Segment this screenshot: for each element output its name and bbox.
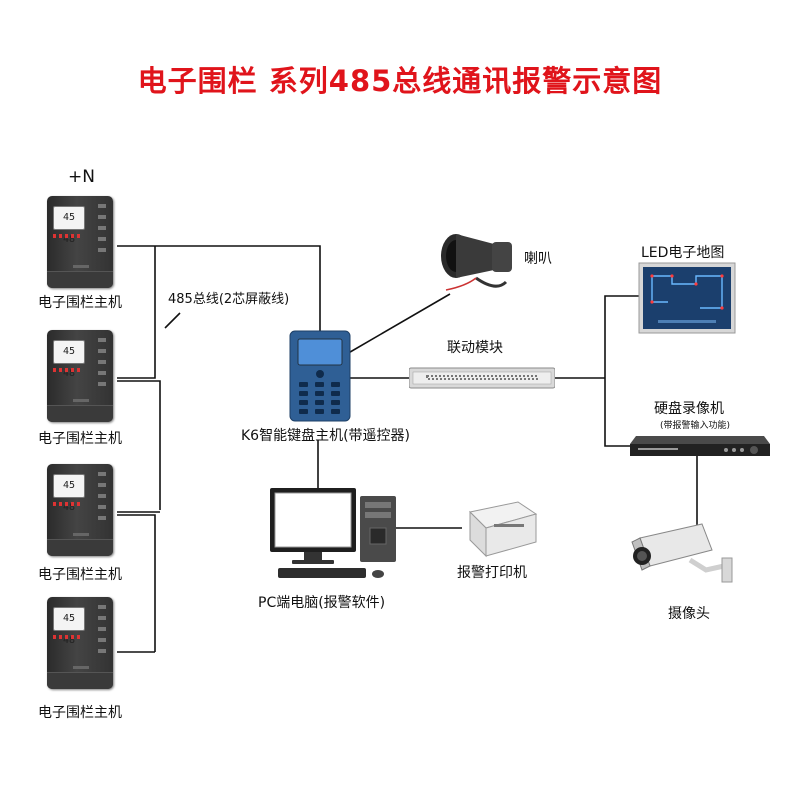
fence-host-panel-2: 45 48 [47, 330, 113, 422]
fence-host-label-4: 电子围栏主机 [38, 705, 122, 721]
wire-host2 [117, 246, 156, 379]
fence-host-panel-4: 45 48 [47, 597, 113, 689]
plus-n-label: +N [68, 167, 95, 187]
panel-keys [98, 605, 106, 659]
horn-icon [441, 234, 512, 291]
panel-screen: 45 48 [53, 206, 85, 245]
panel-keys [98, 472, 106, 526]
wire-host3b [117, 514, 156, 652]
pc-label: PC端电脑(报警软件) [258, 595, 386, 611]
wire-bus-label-leader [164, 312, 181, 329]
panel-leds [53, 368, 83, 372]
wire-host1 [117, 245, 321, 335]
dvr-sublabel: (带报警输入功能) [660, 421, 731, 431]
wire-right-trunk [604, 295, 640, 447]
panel-screen: 45 48 [53, 474, 85, 513]
wire-keyboard-horn [344, 293, 451, 356]
fence-host-panel-1: 45 48 [47, 196, 113, 288]
printer-icon [468, 501, 538, 558]
led-map-label: LED电子地图 [641, 245, 725, 261]
panel-screen: 45 48 [53, 607, 85, 646]
linkage-module-label: 联动模块 [447, 340, 503, 356]
fence-host-panel-3: 45 48 [47, 464, 113, 556]
panel-leds [53, 635, 83, 639]
keyboard-host-label: K6智能键盘主机(带遥控器) [241, 428, 411, 444]
bus-label: 485总线(2芯屏蔽线) [168, 292, 290, 307]
dvr-device [630, 436, 770, 456]
camera-label: 摄像头 [668, 606, 710, 622]
panel-keys [98, 338, 106, 392]
panel-leds [53, 234, 83, 238]
keyboard-host-device [289, 330, 351, 422]
panel-leds [53, 502, 83, 506]
led-map-display [638, 262, 736, 334]
fence-host-label-1: 电子围栏主机 [38, 295, 122, 311]
horn-label: 喇叭 [524, 251, 552, 267]
camera-icon [631, 523, 733, 583]
printer-label: 报警打印机 [457, 565, 527, 581]
panel-screen: 45 48 [53, 340, 85, 379]
dvr-label: 硬盘录像机 [654, 401, 724, 417]
pc-computer-icon [270, 488, 396, 578]
panel-keys [98, 204, 106, 258]
fence-host-label-2: 电子围栏主机 [38, 431, 122, 447]
diagram-title: 电子围栏 系列485总线通讯报警示意图 [137, 64, 663, 98]
wire-host2b [117, 380, 161, 510]
linkage-module-device [409, 367, 555, 389]
fence-host-label-3: 电子围栏主机 [38, 567, 122, 583]
